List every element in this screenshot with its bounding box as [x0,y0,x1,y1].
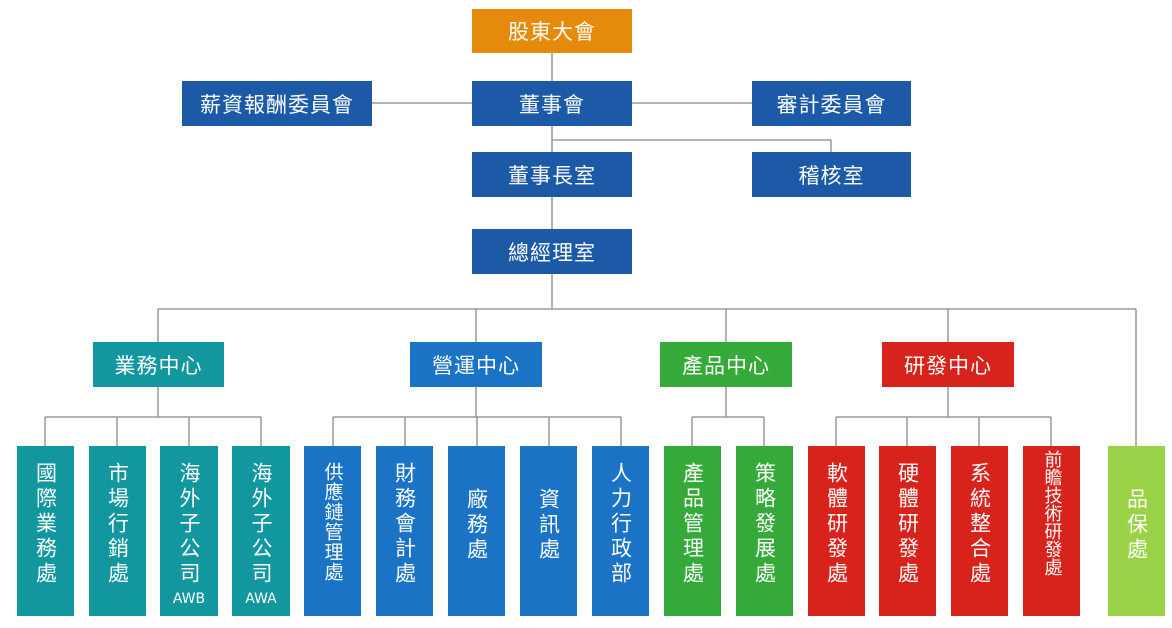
dept-advanced-rnd: 前瞻技術研發處 [1023,446,1080,616]
board-of-directors-box: 董事會 [472,81,632,126]
dept-label: 策略發展處 [752,462,777,587]
dept-label: 供應鏈管理處 [321,462,344,582]
dept-label: 廠務處 [464,488,489,563]
dept-hr: 人力行政部 [592,446,649,616]
dept-label: 系統整合處 [967,462,992,587]
product-center-box: 產品中心 [660,342,792,387]
remuneration-committee-box: 薪資報酬委員會 [182,81,372,126]
dept-sublabel: AWB [172,591,206,607]
rnd-center-box: 研發中心 [882,342,1014,387]
sales-center-box: 業務中心 [93,342,224,387]
dept-label: 人力行政部 [608,462,633,587]
dept-strategy: 策略發展處 [736,446,793,616]
dept-product-mgmt: 產品管理處 [664,446,721,616]
shareholders-meeting-box: 股東大會 [472,9,632,53]
dept-label: 前瞻技術研發處 [1041,450,1063,576]
dept-label: 海外子公司 [249,462,273,587]
dept-label: 財務會計處 [392,462,417,587]
dept-label: 硬體研發處 [895,462,920,587]
dept-label: 品保處 [1124,488,1149,563]
dept-label: 市場行銷處 [105,462,130,587]
dept-system-integration: 系統整合處 [951,446,1008,616]
dept-finance: 財務會計處 [376,446,433,616]
dept-quality-assurance: 品保處 [1108,446,1165,616]
dept-label: 產品管理處 [680,462,705,587]
dept-supply-chain: 供應鏈管理處 [304,446,361,616]
gm-office-box: 總經理室 [472,229,632,274]
audit-committee-box: 審計委員會 [752,81,911,126]
dept-label: 海外子公司 [177,462,201,587]
dept-it: 資訊處 [520,446,577,616]
dept-hardware-rnd: 硬體研發處 [879,446,936,616]
dept-subsidiary-awa: 海外子公司 AWA [232,446,290,616]
dept-factory: 廠務處 [448,446,505,616]
chairman-office-box: 董事長室 [472,152,632,197]
operations-center-box: 營運中心 [410,342,542,387]
dept-label: 資訊處 [536,488,561,563]
dept-marketing: 市場行銷處 [89,446,146,616]
dept-label: 軟體研發處 [824,462,849,587]
audit-office-box: 稽核室 [752,152,911,197]
dept-sublabel: AWA [245,591,277,607]
dept-subsidiary-awb: 海外子公司 AWB [160,446,218,616]
dept-software-rnd: 軟體研發處 [808,446,865,616]
dept-label: 國際業務處 [33,462,58,587]
dept-intl-sales: 國際業務處 [17,446,74,616]
